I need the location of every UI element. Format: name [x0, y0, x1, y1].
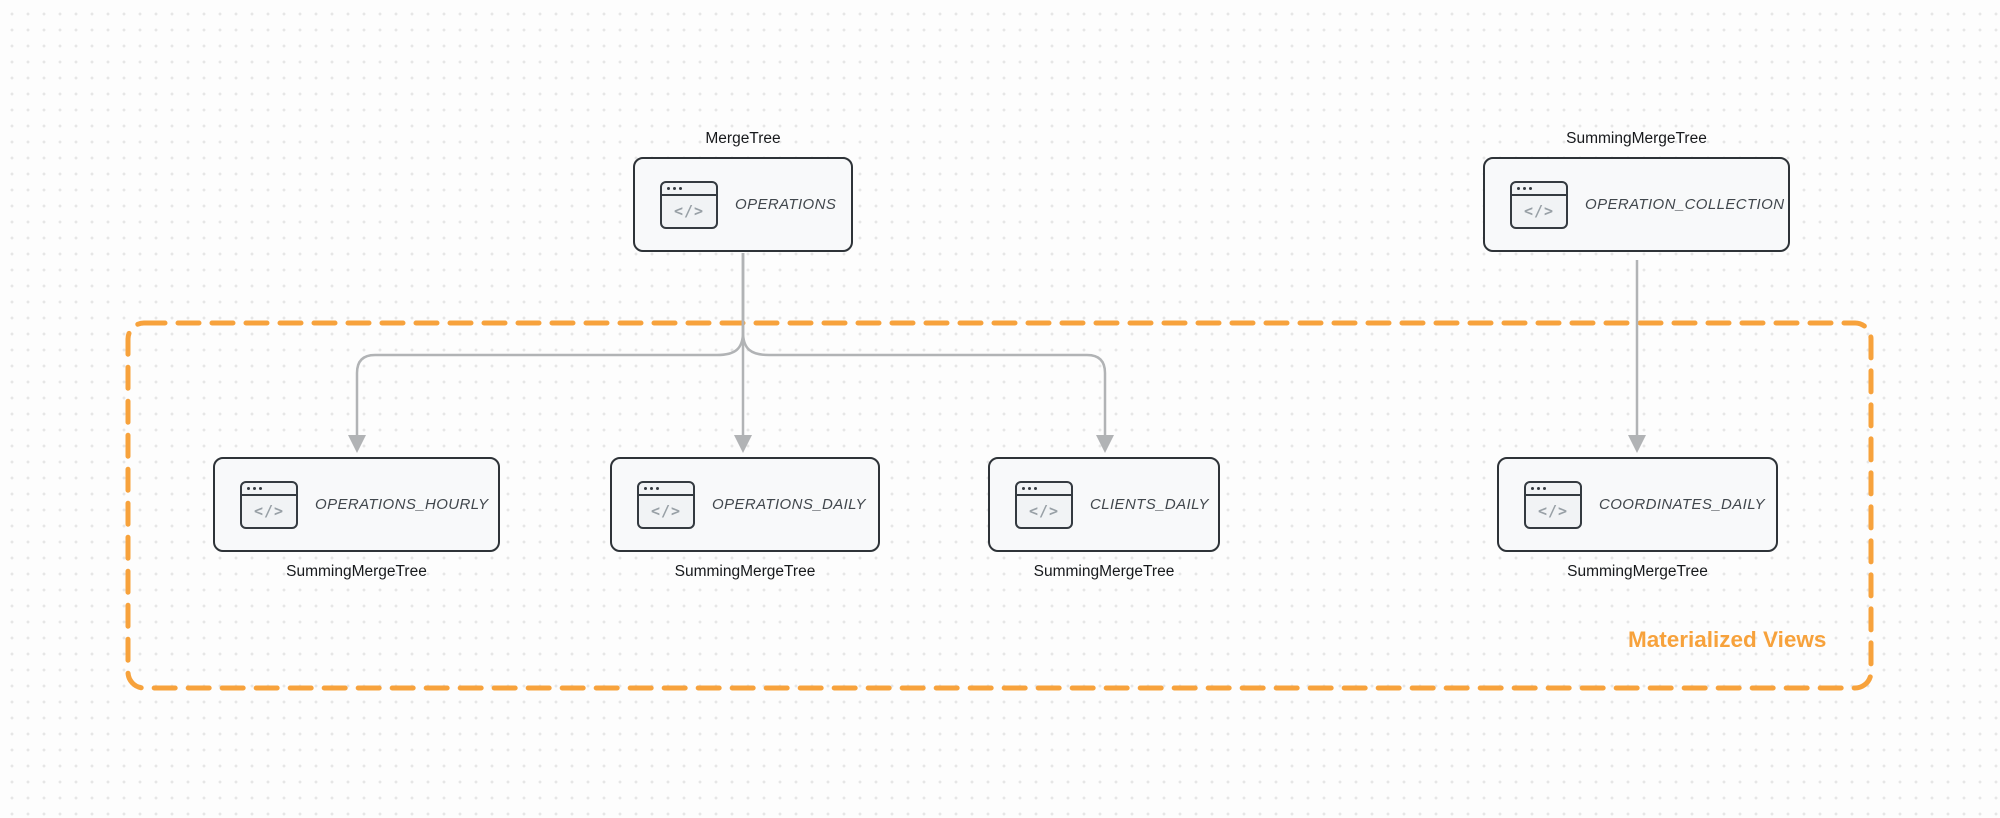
code-window-icon: </> — [660, 180, 718, 229]
materialized-views-container — [125, 320, 1874, 691]
engine-label: MergeTree — [705, 130, 781, 147]
table-name-label: COORDINATES_DAILY — [1599, 496, 1766, 513]
engine-label: SummingMergeTree — [674, 563, 816, 580]
code-window-icon: </> — [1524, 480, 1582, 529]
arrowhead-operations-hourly — [348, 435, 366, 453]
code-window-icon: </> — [1015, 480, 1073, 529]
window-dot — [1523, 186, 1526, 190]
window-dot — [1531, 486, 1534, 490]
table-node-box: </> OPERATIONS_HOURLY — [213, 457, 500, 552]
code-window-icon: </> — [637, 480, 695, 529]
table-node-box: </> OPERATION_COLLECTION — [1483, 157, 1790, 252]
window-titlebar — [242, 483, 296, 496]
node-operation-collection[interactable]: SummingMergeTree </> OPERATION_COLLECTIO… — [1483, 128, 1790, 252]
window-dot — [1517, 186, 1520, 190]
materialized-views-label: Materialized Views — [1628, 627, 1827, 652]
window-titlebar — [1512, 183, 1566, 196]
window-titlebar — [1017, 483, 1071, 496]
table-name-label: OPERATION_COLLECTION — [1585, 196, 1785, 213]
window-dot — [1537, 486, 1540, 490]
table-name-label: OPERATIONS_HOURLY — [315, 496, 489, 513]
engine-label: SummingMergeTree — [286, 563, 427, 580]
node-coordinates-daily[interactable]: </> COORDINATES_DAILY SummingMergeTree — [1497, 457, 1778, 582]
window-dot — [1034, 486, 1037, 490]
node-operations[interactable]: MergeTree </> OPERATIONS — [633, 128, 853, 252]
code-glyph: </> — [1028, 502, 1060, 520]
table-name-label: OPERATIONS — [735, 196, 837, 213]
table-node-box: </> COORDINATES_DAILY — [1497, 457, 1778, 552]
node-operations-hourly[interactable]: </> OPERATIONS_HOURLY SummingMergeTree — [213, 457, 500, 582]
code-glyph: </> — [1537, 502, 1569, 520]
window-dot — [667, 186, 670, 190]
window-dot — [656, 486, 659, 490]
table-name-label: CLIENTS_DAILY — [1090, 496, 1209, 513]
node-operations-daily[interactable]: </> OPERATIONS_DAILY SummingMergeTree — [610, 457, 880, 582]
window-dot — [1028, 486, 1031, 490]
engine-label: SummingMergeTree — [1566, 130, 1707, 147]
code-glyph: </> — [253, 502, 285, 520]
table-node-box: </> OPERATIONS_DAILY — [610, 457, 880, 552]
engine-label: SummingMergeTree — [1033, 563, 1175, 580]
arrowhead-clients-daily — [1096, 435, 1114, 453]
window-titlebar — [1526, 483, 1580, 496]
edge-operations-to-clients-daily — [741, 253, 1107, 436]
window-dot — [679, 186, 682, 190]
window-dot — [247, 486, 250, 490]
window-dot — [644, 486, 647, 490]
code-glyph: </> — [650, 502, 682, 520]
window-dot — [259, 486, 262, 490]
window-titlebar — [639, 483, 693, 496]
window-dot — [673, 186, 676, 190]
engine-label: SummingMergeTree — [1567, 563, 1708, 580]
window-titlebar — [662, 183, 716, 196]
code-window-icon: </> — [1510, 180, 1568, 229]
node-clients-daily[interactable]: </> CLIENTS_DAILY SummingMergeTree — [988, 457, 1220, 582]
arrowhead-coordinates-daily — [1628, 435, 1646, 453]
table-name-label: OPERATIONS_DAILY — [712, 496, 866, 513]
window-dot — [650, 486, 653, 490]
window-dot — [253, 486, 256, 490]
window-dot — [1529, 186, 1532, 190]
table-node-box: </> OPERATIONS — [633, 157, 853, 252]
arrowhead-operations-daily — [734, 435, 752, 453]
code-glyph: </> — [1523, 202, 1555, 220]
code-window-icon: </> — [240, 480, 298, 529]
edge-operations-to-operations-hourly — [355, 253, 745, 436]
window-dot — [1543, 486, 1546, 490]
window-dot — [1022, 486, 1025, 490]
table-node-box: </> CLIENTS_DAILY — [988, 457, 1220, 552]
code-glyph: </> — [673, 202, 705, 220]
